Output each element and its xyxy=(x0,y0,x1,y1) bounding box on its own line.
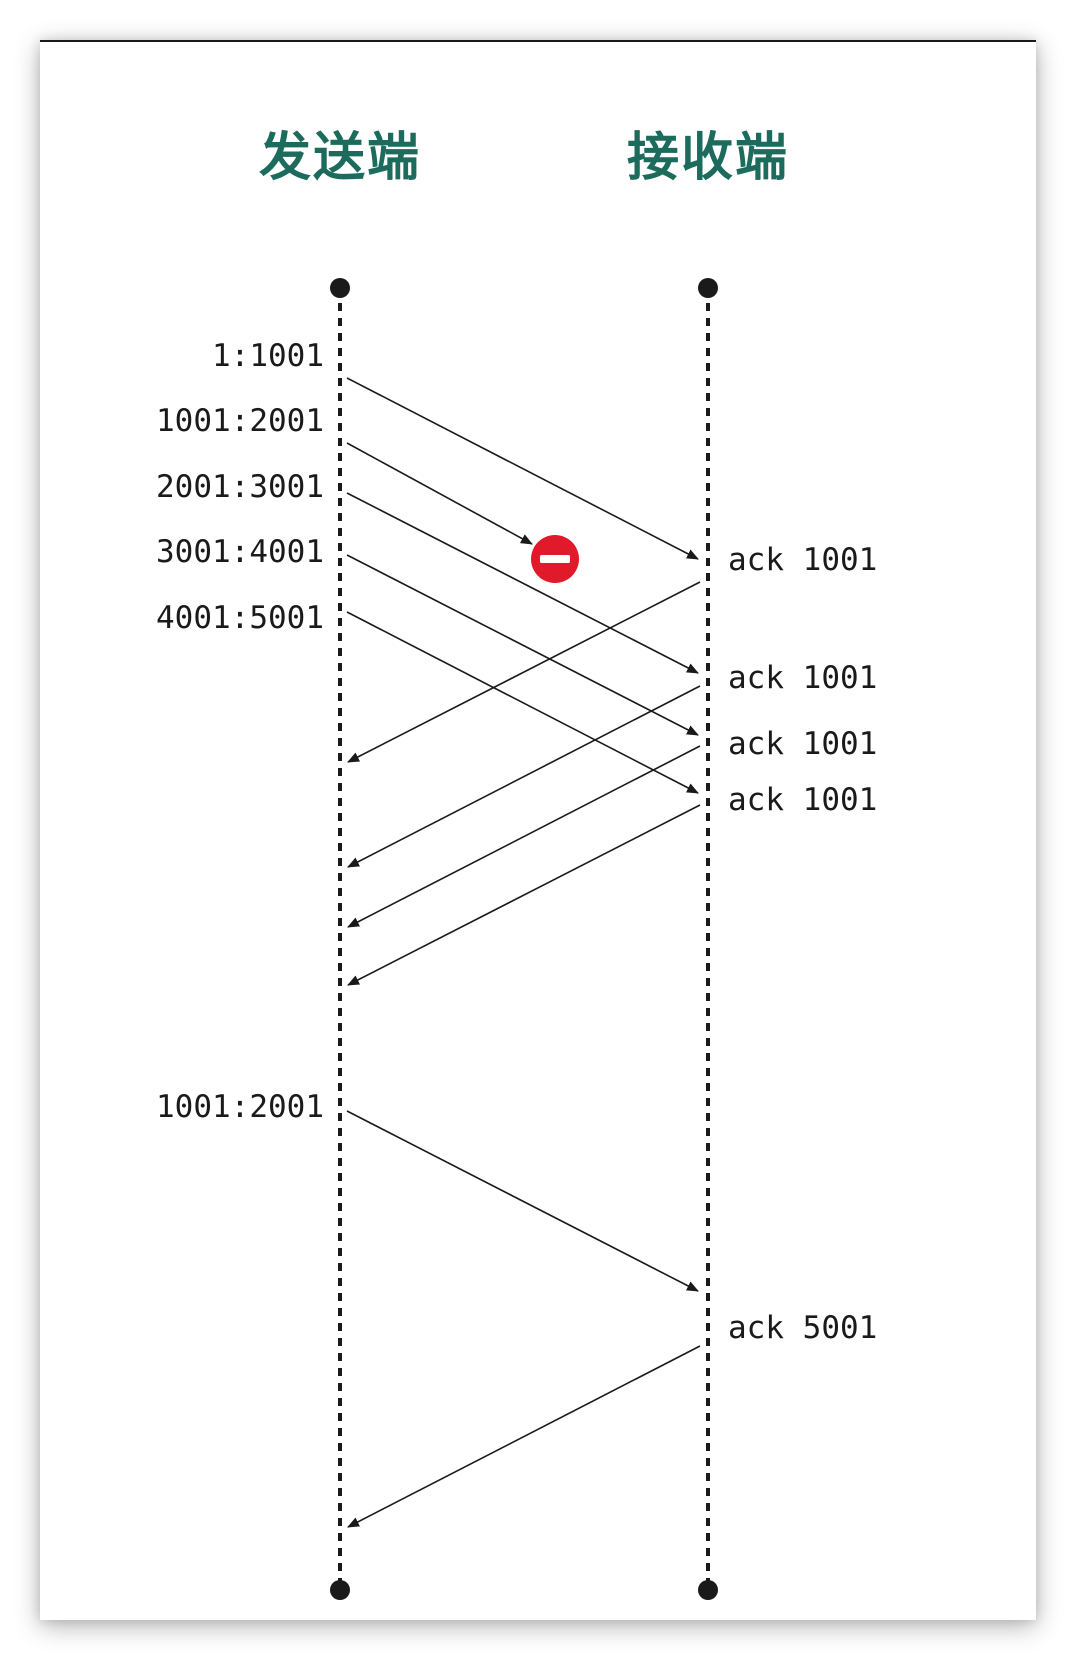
receiver-start-dot xyxy=(698,278,718,298)
lost-segment-arrow xyxy=(346,442,533,545)
card-top-border xyxy=(40,40,1036,42)
segment-label: 1001:2001 xyxy=(156,1089,324,1125)
ack-arrow xyxy=(347,1345,701,1528)
ack-arrow xyxy=(347,745,701,928)
segment-label: 1:1001 xyxy=(212,338,324,374)
segment-label: 4001:5001 xyxy=(156,600,324,636)
ack-arrow xyxy=(347,804,701,986)
segment-arrow xyxy=(346,554,699,736)
retransmit-arrow xyxy=(346,1110,699,1292)
ack-arrow xyxy=(347,685,701,868)
ack-label: ack 1001 xyxy=(728,660,877,696)
segment-label: 2001:3001 xyxy=(156,469,324,505)
segment-arrow xyxy=(346,611,699,794)
sender-start-dot xyxy=(330,278,350,298)
sender-title: 发送端 xyxy=(258,128,421,188)
no-entry-icon xyxy=(531,535,579,583)
segment-arrow xyxy=(346,377,699,560)
segment-label: 3001:4001 xyxy=(156,534,324,570)
segment-label: 1001:2001 xyxy=(156,403,324,439)
ack-arrow xyxy=(347,581,701,763)
sender-end-dot xyxy=(330,1580,350,1600)
receiver-title: 接收端 xyxy=(626,128,789,188)
segment-arrow xyxy=(346,492,699,674)
ack-label: ack 1001 xyxy=(728,726,877,762)
ack-label: ack 5001 xyxy=(728,1310,877,1346)
ack-label: ack 1001 xyxy=(728,782,877,818)
receiver-end-dot xyxy=(698,1580,718,1600)
ack-label: ack 1001 xyxy=(728,542,877,578)
